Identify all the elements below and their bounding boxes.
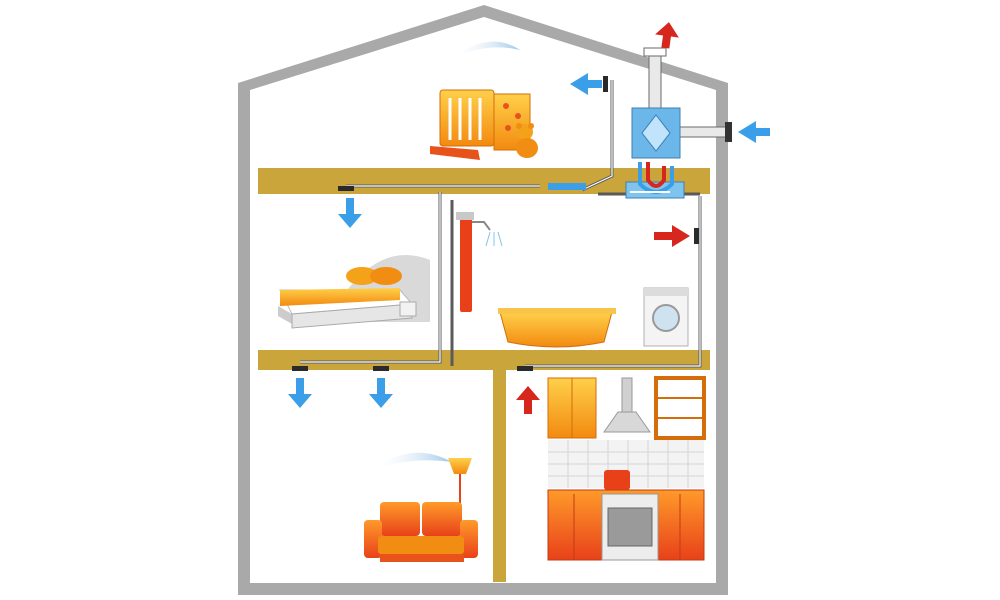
heat-recovery-unit-icon [625, 107, 685, 199]
crib-icon [430, 89, 531, 160]
shower-icon [456, 212, 503, 312]
supply-arrow-living-left [288, 378, 312, 408]
intake-arrow [738, 121, 770, 143]
supply-arrow-bedroom [338, 198, 362, 228]
bed-icon [278, 255, 430, 329]
kitchen-cabinet-icon [547, 376, 706, 440]
attic-swoosh [452, 41, 520, 58]
extract-arrows [516, 22, 690, 414]
teddy-bear-icon [516, 123, 538, 158]
exhaust-arrow [655, 22, 679, 49]
sofa-icon [364, 502, 478, 562]
bathtub-icon [498, 308, 616, 348]
extract-arrow-bathroom [654, 225, 690, 247]
supply-arrow-living-right [369, 378, 393, 408]
range-hood-icon [603, 377, 651, 433]
kitchen-tiles [548, 440, 704, 488]
duct-network-light [300, 80, 701, 367]
stove-icon [547, 470, 705, 561]
supply-arrows [288, 73, 770, 408]
washing-machine-icon [643, 287, 689, 347]
vents [292, 76, 699, 371]
supply-arrow-nursery [570, 73, 602, 95]
extract-arrow-kitchen [516, 386, 540, 414]
living-swoosh [372, 452, 452, 470]
